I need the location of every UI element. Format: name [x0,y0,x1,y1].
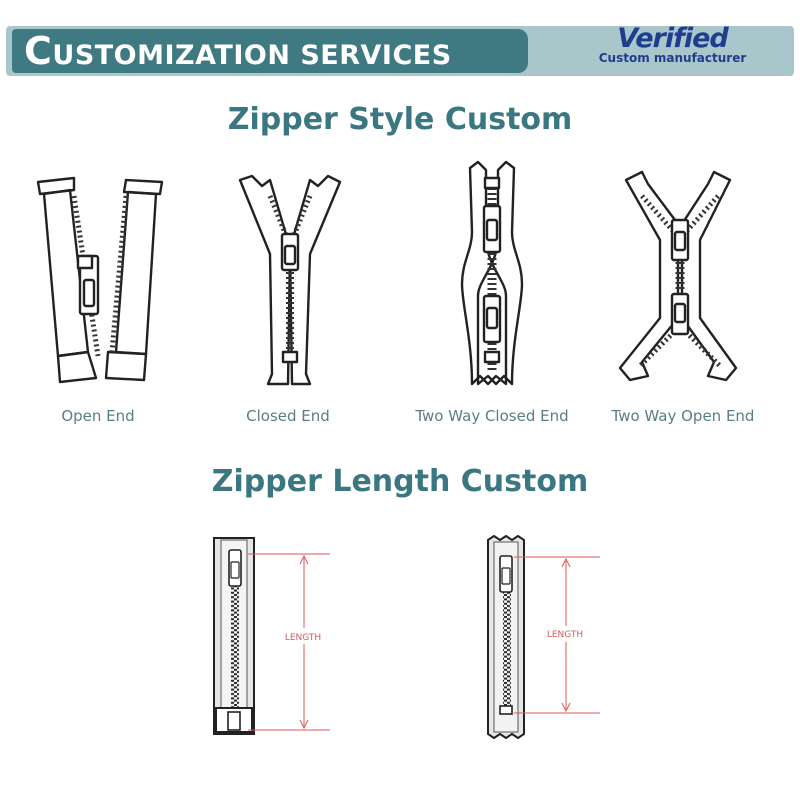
two-way-closed-end-zipper-icon [460,160,524,386]
verified-badge-subtitle: Custom manufacturer [598,51,747,65]
closed-end-length-diagram-icon: LENGTH [487,534,600,740]
page-title: CUSTOMIZATION SERVICES [24,29,452,73]
length-label-2: LENGTH [547,630,583,640]
page-title-initial: C [24,29,53,73]
header-title-block [12,29,528,73]
style-label-closed-end: Closed End [246,407,330,425]
style-section-title: Zipper Style Custom [227,102,573,137]
length-label-1: LENGTH [285,633,321,643]
page-title-rest: USTOMIZATION SERVICES [52,40,452,71]
open-end-zipper-icon [36,176,164,384]
closed-end-zipper-icon [238,174,342,386]
two-way-open-end-zipper-icon [618,170,738,382]
style-label-two-way-open-end: Two Way Open End [611,407,755,425]
verified-badge: Verified [617,23,728,54]
length-section-title: Zipper Length Custom [211,464,589,499]
open-end-length-diagram-icon: LENGTH [213,537,330,735]
style-label-two-way-closed-end: Two Way Closed End [415,407,569,425]
style-label-open-end: Open End [61,407,135,425]
